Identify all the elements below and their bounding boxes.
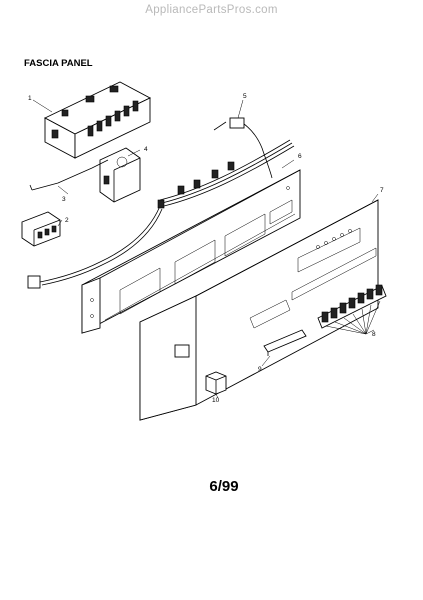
push-button-strip[interactable]: [317, 284, 387, 335]
callout-6: 6: [298, 153, 302, 160]
front-fascia-panel[interactable]: [139, 199, 379, 421]
callout-8: 8: [372, 331, 376, 338]
handle-bar[interactable]: [263, 329, 307, 356]
callout-3: 3: [62, 196, 66, 203]
sensor-wire[interactable]: [29, 159, 109, 191]
callout-1: 1: [28, 95, 32, 102]
harness-plug: [27, 275, 41, 289]
inner-control-panel[interactable]: [81, 169, 301, 334]
leader-lines: [32, 99, 379, 399]
callout-2: 2: [65, 217, 69, 224]
callout-7: 7: [380, 187, 384, 194]
callout-4: 4: [144, 146, 148, 153]
control-module[interactable]: [44, 81, 151, 159]
connector-block[interactable]: [21, 211, 61, 247]
callout-9: 9: [258, 366, 262, 373]
callout-labels: 1 2 3 4 5 6 7 8 9 10: [28, 93, 384, 404]
callout-10: 10: [212, 397, 220, 404]
site-watermark: AppliancePartsPros.com: [145, 4, 278, 16]
callout-5: 5: [243, 93, 247, 100]
cable-plug[interactable]: [213, 117, 273, 179]
diagram-title: FASCIA PANEL: [24, 58, 93, 69]
knob[interactable]: [205, 371, 227, 395]
revision-date: 6/99: [209, 478, 239, 495]
selector-switch[interactable]: [99, 147, 141, 203]
wiring-harness: [27, 139, 295, 289]
